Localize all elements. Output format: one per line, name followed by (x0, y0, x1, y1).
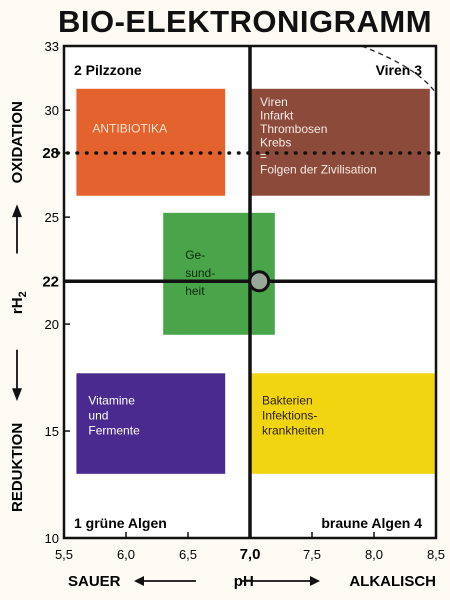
region-text-viren: Infarkt (260, 108, 294, 122)
y-tick-label: 25 (45, 210, 59, 225)
region-text-gesundheit: heit (185, 284, 205, 298)
x-tick-label: 8,0 (365, 547, 383, 562)
region-text-bakterien: Bakterien (262, 394, 313, 408)
region-text-viren: Thrombosen (260, 122, 327, 136)
region-text-bakterien: krankheiten (262, 424, 324, 438)
arrow-up-icon (12, 204, 22, 218)
y-tick-label: 10 (45, 531, 59, 546)
y-axis-label-sub: 2 (17, 291, 29, 297)
x-tick-label: 5,5 (55, 547, 73, 562)
region-box-antibiotika (76, 88, 226, 196)
y-tick-label: 30 (45, 103, 59, 118)
y-bottom-label: REDUKTION (9, 423, 26, 512)
region-box-bakterien (250, 373, 436, 474)
zone-labels-layer: 2 Pilzzone Viren 3 1 grüne Algen braune Alg… (74, 62, 422, 531)
zone-label: braune Algen 4 (321, 515, 422, 531)
region-text-viren: Viren (260, 95, 288, 109)
region-box-viren (250, 88, 430, 196)
data-point (248, 270, 271, 293)
y-tick-label: 20 (45, 317, 59, 332)
points-layer (248, 270, 271, 293)
zone-label: 2 Pilzzone (74, 62, 142, 78)
y-axis-label: rH2 (9, 291, 29, 314)
region-antibiotika: ANTIBIOTIKA (76, 88, 226, 196)
chart-title: BIO-ELEKTRONIGRAMM (58, 4, 433, 39)
x-tick-label: 7,0 (240, 546, 261, 563)
region-text-vitamine: Fermente (88, 424, 140, 438)
region-text-gesundheit: sund- (185, 266, 215, 280)
x-ticks-layer: 5,5 6,0 6,5 7,0 7,5 8,0 8,5 (55, 532, 445, 563)
arrow-down-icon (12, 388, 22, 402)
region-text-viren: Folgen der Zivilisation (260, 162, 377, 176)
region-text-viren: = (260, 149, 267, 163)
zone-label: 1 grüne Algen (74, 515, 167, 531)
x-tick-label: 8,5 (427, 547, 445, 562)
x-tick-label: 6,0 (117, 547, 135, 562)
region-text-bakterien: Infektions- (262, 409, 317, 423)
zone-label: Viren 3 (376, 62, 423, 78)
region-text-vitamine: und (88, 409, 108, 423)
x-right-label: ALKALISCH (349, 573, 436, 590)
y-tick-label: 15 (45, 424, 59, 439)
y-tick-label: 22 (42, 273, 59, 290)
dashed-curve (361, 45, 437, 94)
y-axis-label-main: rH (9, 297, 26, 314)
x-left-label: SAUER (68, 573, 121, 590)
region-text-viren: Krebs (260, 135, 291, 149)
x-tick-label: 7,5 (303, 547, 321, 562)
region-text-vitamine: Vitamine (88, 394, 135, 408)
x-tick-label: 6,5 (179, 547, 197, 562)
y-tick-label: 33 (45, 39, 59, 54)
y-top-label: OXIDATION (9, 101, 26, 183)
region-text-gesundheit: Ge- (185, 248, 205, 262)
region-text-antibiotika: ANTIBIOTIKA (92, 121, 167, 135)
region-box-vitamine (76, 373, 226, 474)
y-tick-label: 28 (42, 145, 59, 162)
y-ticks-layer: 10 15 20 22 25 28 30 33 (42, 39, 70, 546)
arrow-left-icon (134, 576, 144, 586)
arrow-right-icon (310, 576, 320, 586)
